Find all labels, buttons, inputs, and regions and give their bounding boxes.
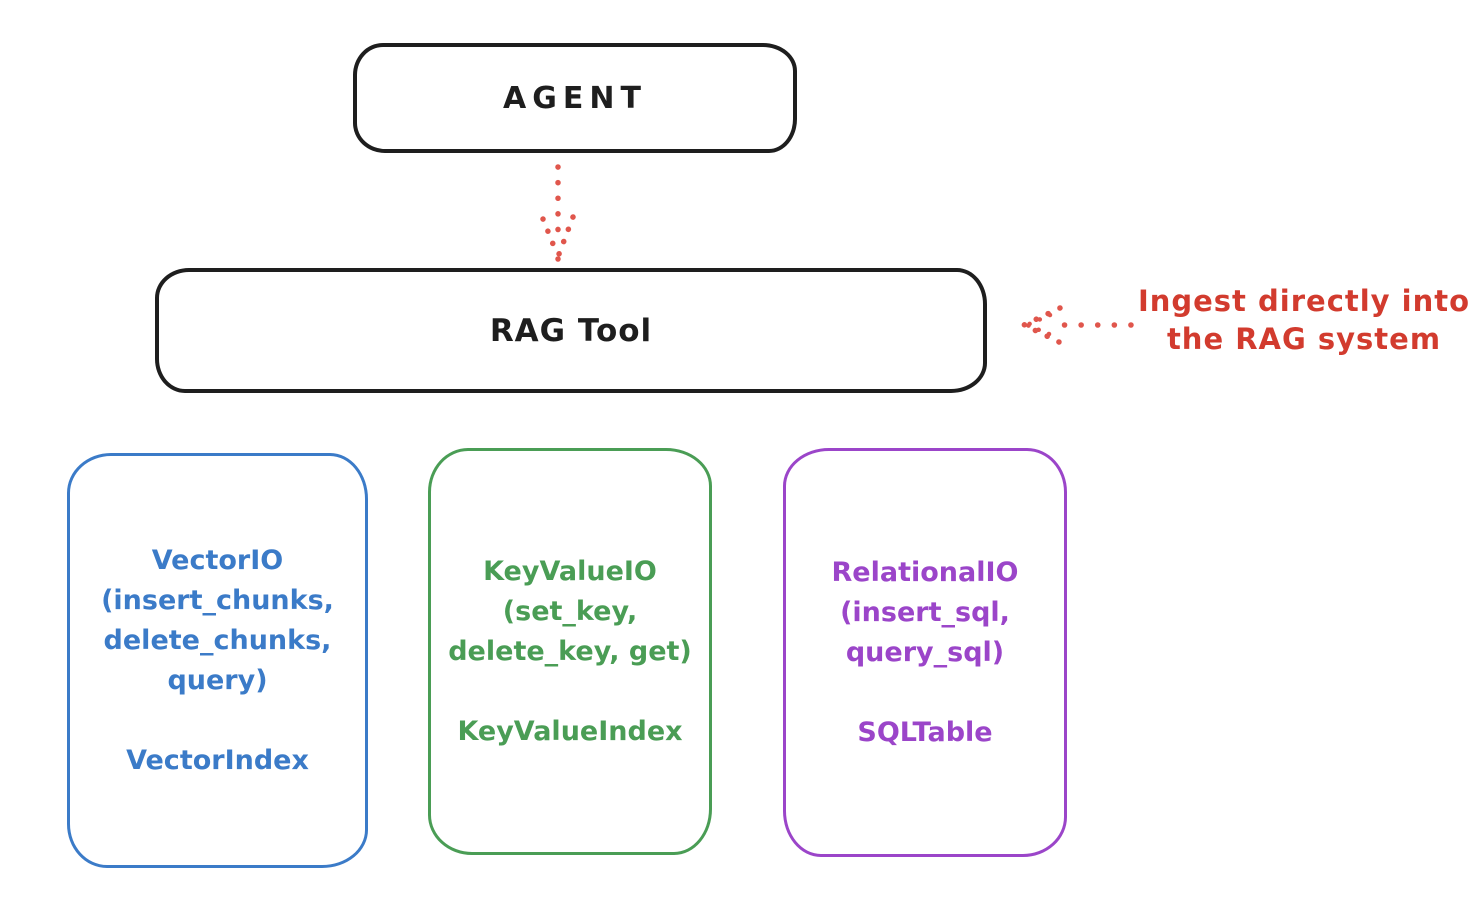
- keyvalue-io-line: KeyValueIO: [483, 555, 657, 587]
- relational-io-line: RelationalIO: [831, 556, 1019, 588]
- ingest-annotation-line2: the RAG system: [1166, 322, 1442, 356]
- sql-table-label: SQLTable: [857, 716, 993, 748]
- vector-io-box: VectorIO (insert_chunks, delete_chunks, …: [67, 453, 368, 868]
- keyvalue-index-label: KeyValueIndex: [457, 715, 683, 747]
- vector-io-line: VectorIO: [151, 544, 284, 576]
- rag-tool-box: RAG Tool: [155, 268, 987, 393]
- agent-box: AGENT: [353, 43, 797, 153]
- vector-io-line: delete_chunks,: [103, 624, 332, 656]
- keyvalue-io-box: KeyValueIO (set_key, delete_key, get) Ke…: [428, 448, 712, 855]
- agent-to-rag-arrow-icon: [540, 164, 576, 262]
- keyvalue-io-line: (set_key,: [502, 595, 638, 627]
- vector-index-label: VectorIndex: [126, 744, 309, 776]
- ingest-annotation: Ingest directly into the RAG system: [1128, 282, 1480, 358]
- vector-io-line: (insert_chunks,: [101, 584, 334, 616]
- relational-io-line: query_sql): [845, 636, 1005, 668]
- rag-tool-label: RAG Tool: [489, 312, 653, 349]
- relational-io-box: RelationalIO (insert_sql, query_sql) SQL…: [783, 448, 1067, 857]
- ingest-annotation-line1: Ingest directly into: [1137, 284, 1471, 318]
- relational-io-line: (insert_sql,: [840, 596, 1010, 628]
- vector-io-line: query): [167, 664, 268, 696]
- agent-label: AGENT: [503, 80, 647, 116]
- ingest-arrow-icon: [1021, 305, 1134, 345]
- keyvalue-io-line: delete_key, get): [448, 635, 692, 667]
